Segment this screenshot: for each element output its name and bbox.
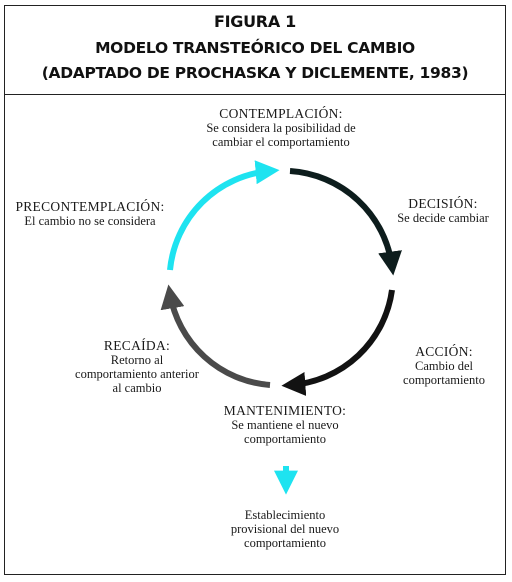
stage-accion-name: ACCIÓN: bbox=[415, 344, 473, 359]
stage-recaida-desc-3: al cambio bbox=[112, 381, 162, 395]
stage-decision-desc-1: Se decide cambiar bbox=[397, 211, 489, 225]
stage-mantenimiento-desc-2: comportamiento bbox=[244, 432, 326, 446]
stage-accion-desc-1: Cambio del bbox=[415, 359, 473, 373]
figure-title: MODELO TRANSTEÓRICO DEL CAMBIO bbox=[95, 39, 415, 57]
figure-frame: FIGURA 1 MODELO TRANSTEÓRICO DEL CAMBIO … bbox=[4, 5, 506, 575]
stage-accion-desc-2: comportamiento bbox=[403, 373, 485, 387]
stage-precontemplacion-desc-1: El cambio no se considera bbox=[24, 214, 156, 228]
figure-source: (ADAPTADO DE PROCHASKA Y DICLEMENTE, 198… bbox=[41, 64, 469, 82]
stage-mantenimiento-name: MANTENIMIENTO: bbox=[223, 403, 347, 418]
stage-recaida-name: RECAÍDA: bbox=[103, 338, 171, 353]
stage-precontemplacion: PRECONTEMPLACIÓN: El cambio no se consid… bbox=[10, 199, 170, 229]
outcome-line-1: Establecimiento bbox=[244, 508, 326, 522]
stage-contemplacion-desc-1: Se considera la posibilidad de bbox=[206, 121, 356, 135]
stage-recaida-desc-1: Retorno al bbox=[110, 353, 164, 367]
stage-mantenimiento: MANTENIMIENTO: Se mantiene el nuevo comp… bbox=[190, 403, 380, 447]
stage-decision: DECISIÓN: Se decide cambiar bbox=[378, 196, 508, 226]
outcome-line-3: comportamiento bbox=[244, 536, 326, 550]
stage-contemplacion-name: CONTEMPLACIÓN: bbox=[219, 106, 343, 121]
arrow-accion-to-mantenimiento bbox=[281, 289, 395, 396]
stage-recaida-desc-2: comportamiento anterior bbox=[75, 367, 199, 381]
stage-accion: ACCIÓN: Cambio del comportamiento bbox=[384, 344, 504, 388]
stage-contemplacion-desc-2: cambiar el comportamiento bbox=[212, 135, 350, 149]
arrow-precontemplacion-to-contemplacion bbox=[167, 160, 280, 271]
arrow-mantenimiento-to-precontemplacion bbox=[160, 284, 271, 388]
outcome-establecimiento: Establecimiento provisional del nuevo co… bbox=[200, 508, 370, 550]
outcome-line-2: provisional del nuevo bbox=[230, 522, 340, 536]
stage-precontemplacion-name: PRECONTEMPLACIÓN: bbox=[15, 199, 165, 214]
stage-recaida: RECAÍDA: Retorno al comportamiento anter… bbox=[66, 338, 208, 396]
stage-contemplacion: CONTEMPLACIÓN: Se considera la posibilid… bbox=[176, 106, 386, 150]
figure-header: FIGURA 1 MODELO TRANSTEÓRICO DEL CAMBIO … bbox=[5, 6, 505, 95]
stage-mantenimiento-desc-1: Se mantiene el nuevo bbox=[231, 418, 339, 432]
arrow-contemplacion-to-decision bbox=[289, 168, 402, 276]
figure-number: FIGURA 1 bbox=[213, 12, 296, 31]
stage-decision-name: DECISIÓN: bbox=[408, 196, 478, 211]
